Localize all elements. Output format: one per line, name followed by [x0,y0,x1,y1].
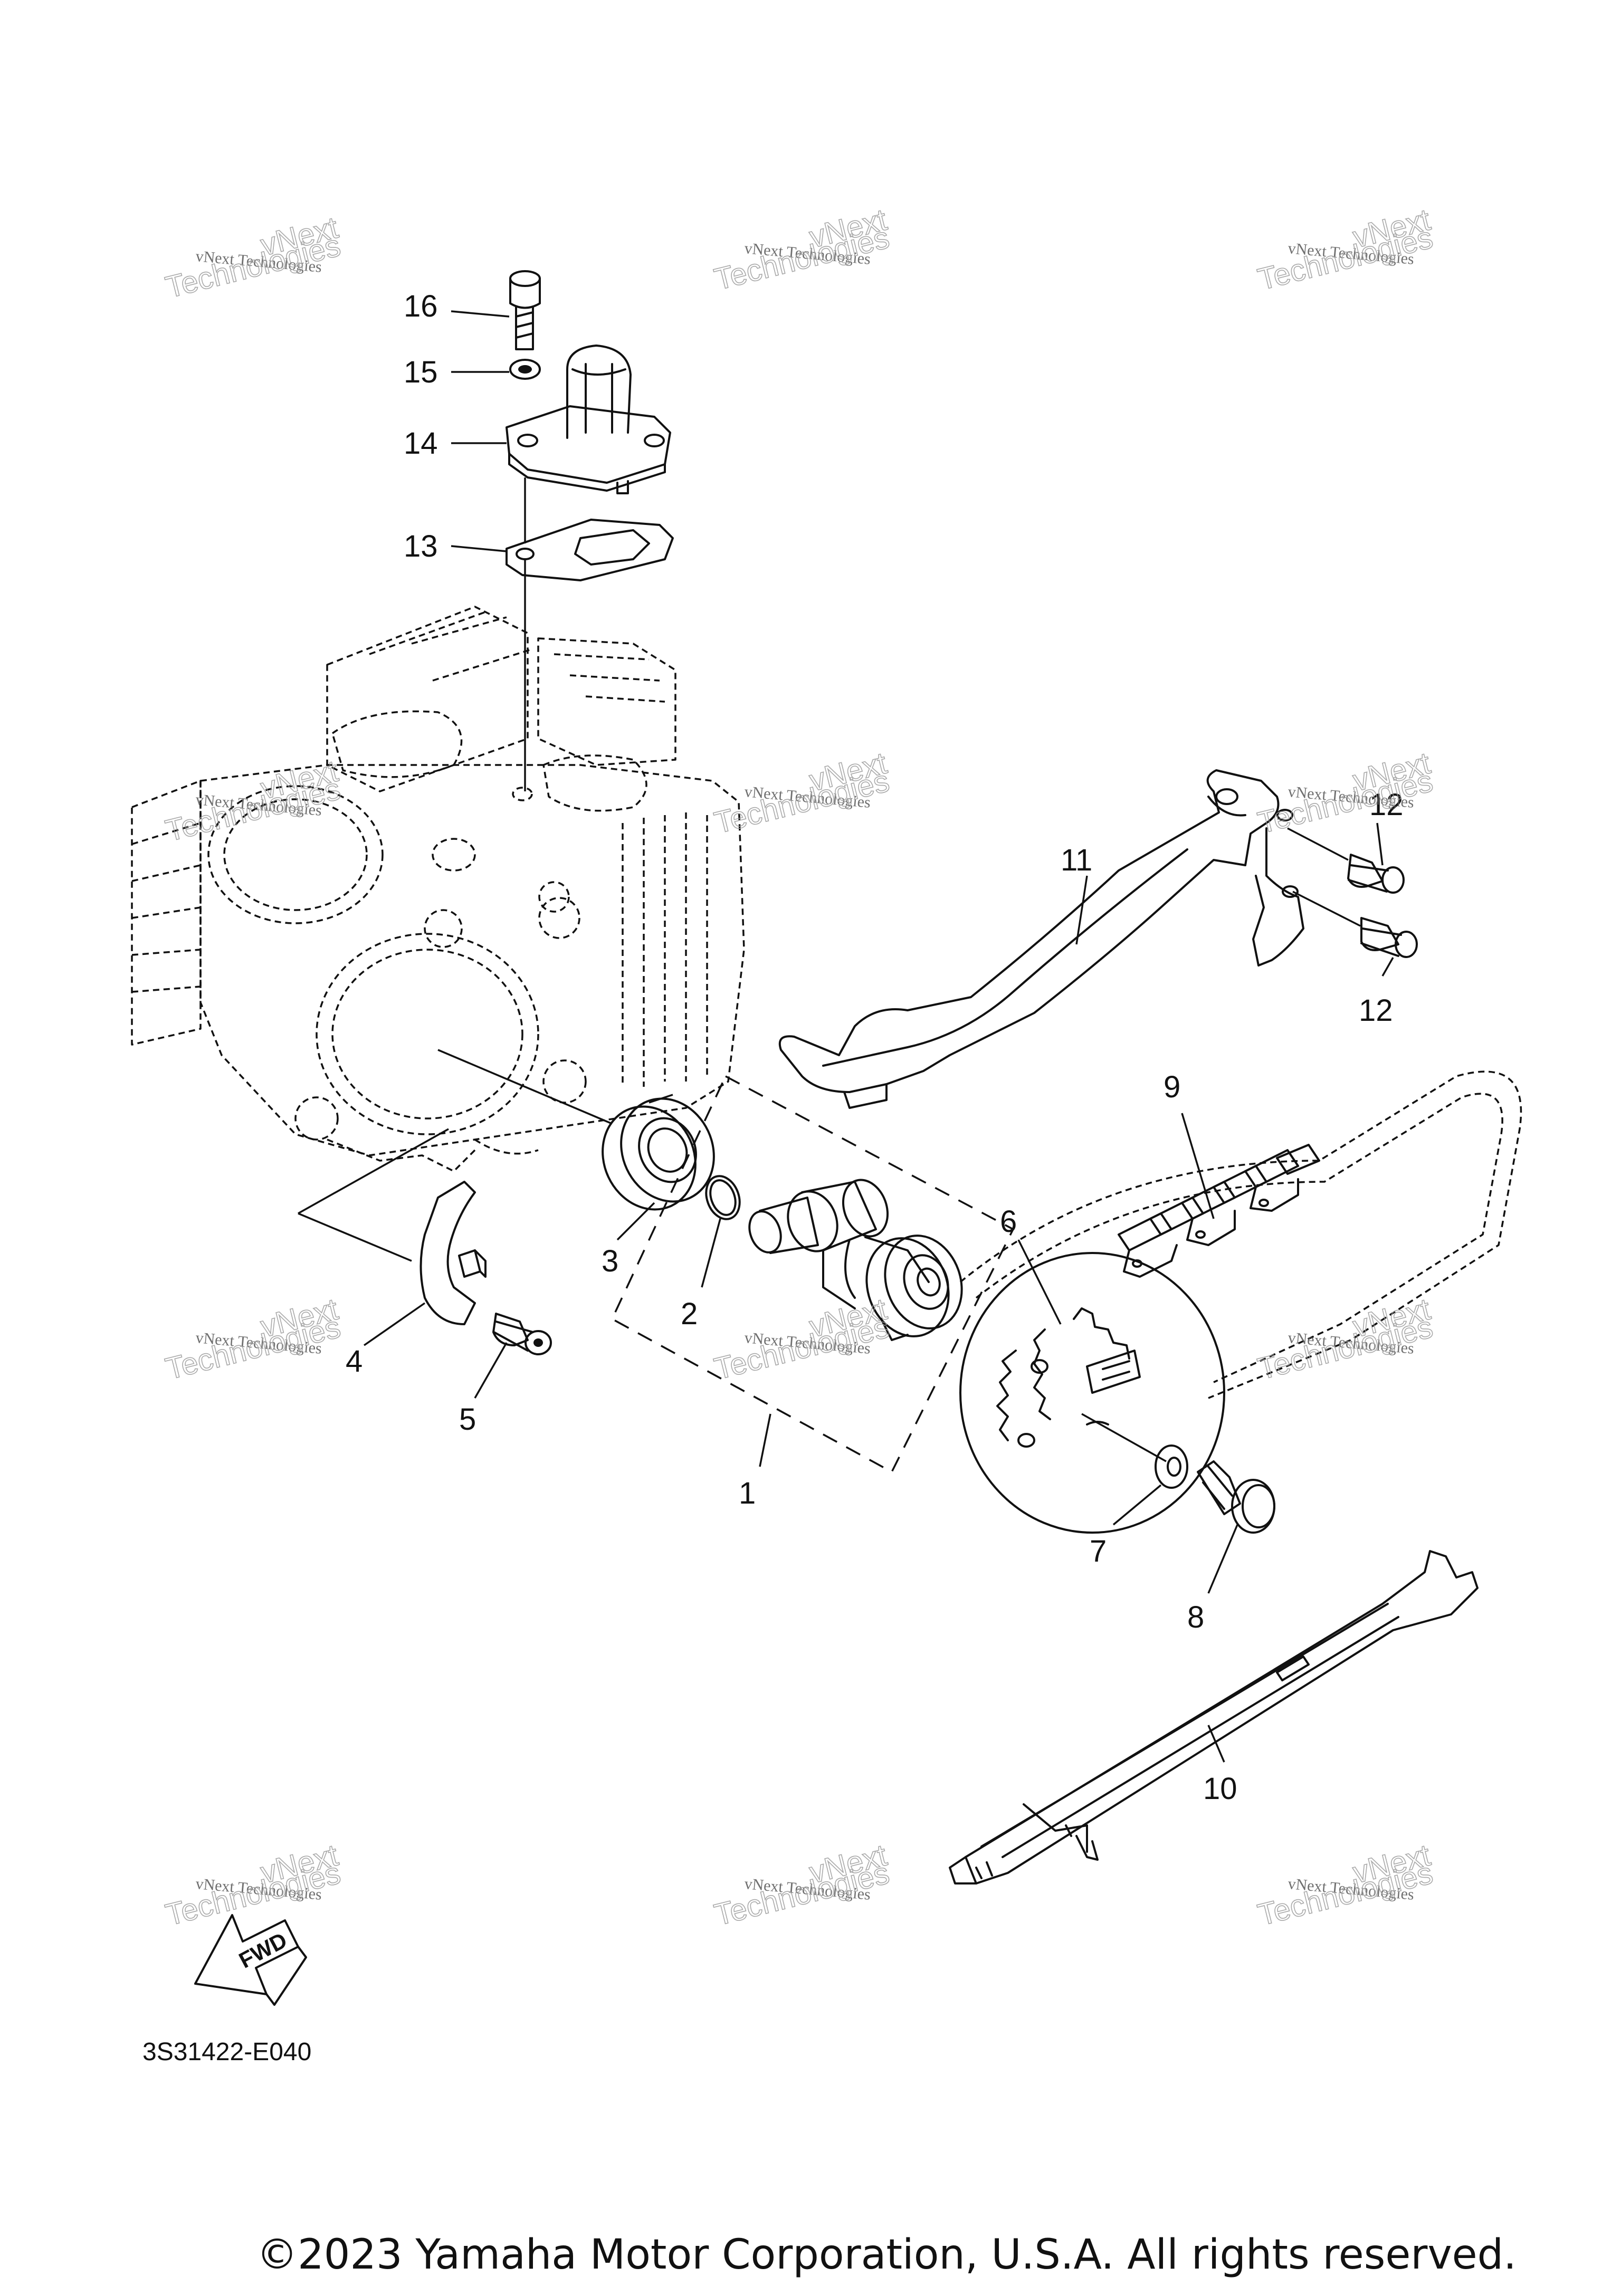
callout-1: 1 [739,1476,756,1510]
cam-sprocket-6 [959,1252,1225,1534]
svg-text:Technologies: Technologies [162,1856,344,1933]
camshaft-group-box-1 [611,1075,1015,1474]
watermark: vNext Technologies vNext Technologies [162,753,345,849]
cam-chain-tensioner-13 [506,345,671,494]
callout-8: 8 [1187,1600,1204,1634]
callout-10: 10 [1203,1772,1237,1806]
watermark: vNext Technologies vNext Technologies [711,1838,893,1933]
callout-2: 2 [681,1297,698,1331]
fwd-arrow-icon: FWD [194,1914,307,2006]
lever-11 [778,769,1304,1109]
chain-guide-10 [949,1550,1479,1884]
cylinder-head-outline [131,606,745,1172]
callout-7: 7 [1090,1534,1107,1568]
bolt-16 [509,270,541,350]
svg-text:Technologies: Technologies [162,1310,344,1386]
watermark: vNext Technologies vNext Technologies [162,1292,345,1387]
callout-4: 4 [346,1344,363,1379]
bolt-5 [492,1313,552,1355]
watermark: vNext Technologies vNext Technologies [162,210,345,305]
svg-text:Technologies: Technologies [711,764,892,840]
callout-12-upper: 12 [1369,788,1404,822]
callout-3: 3 [602,1244,618,1278]
callout-labels: 16 15 14 13 11 12 12 9 6 3 2 1 4 5 7 8 1… [346,289,1404,1806]
svg-text:Technologies: Technologies [711,221,892,297]
o-ring-2 [705,1175,741,1220]
watermark: vNext Technologies vNext Technologies [711,1292,893,1387]
gasket-14 [506,519,674,581]
watermark: vNext Technologies vNext Technologies [711,745,893,841]
watermarks: vNext Technologies vNext Technologies vN… [162,202,1437,1933]
watermark: vNext Technologies vNext Technologies [1254,745,1437,841]
drawing-code: 3S31422-E040 [142,2038,311,2066]
svg-text:Technologies: Technologies [1254,1856,1436,1933]
watermark: vNext Technologies vNext Technologies [711,202,893,298]
svg-text:Technologies: Technologies [1254,764,1436,840]
bolt-8 [1197,1460,1275,1534]
svg-text:Technologies: Technologies [1254,221,1436,297]
copyright-footer: ©2023 Yamaha Motor Corporation, U.S.A. A… [256,2231,1517,2279]
watermark: vNext Technologies vNext Technologies [1254,202,1437,298]
cam-chain-9 [959,1070,1522,1399]
callout-9: 9 [1164,1070,1180,1104]
callout-15: 15 [404,355,438,389]
callout-11: 11 [1061,843,1092,877]
callout-16: 16 [404,289,438,323]
svg-text:Technologies: Technologies [711,1856,892,1933]
svg-text:Technologies: Technologies [162,228,344,305]
plate-4 [419,1181,487,1325]
bolt-12-upper [1287,827,1405,894]
callout-14: 13 [404,529,438,563]
callout-13: 14 [404,426,438,461]
washer-7 [1155,1444,1188,1489]
washer-15 [509,359,541,380]
bearing-3 [602,1094,715,1211]
bolt-12-lower [1292,891,1418,958]
svg-text:Technologies: Technologies [711,1310,892,1386]
callout-12-lower: 12 [1359,993,1393,1028]
fwd-label: FWD [235,1927,291,1973]
watermark: vNext Technologies vNext Technologies [1254,1292,1437,1387]
watermark: vNext Technologies vNext Technologies [162,1838,345,1933]
svg-text:Technologies: Technologies [162,772,344,848]
tensioner-assembly [506,270,674,791]
callout-6: 6 [1000,1204,1017,1239]
svg-text:Technologies: Technologies [1254,1310,1436,1386]
camshaft-1 [748,1179,963,1341]
callout-5: 5 [459,1402,476,1437]
leader-lines [364,310,1394,1763]
watermark: vNext Technologies vNext Technologies [1254,1838,1437,1933]
